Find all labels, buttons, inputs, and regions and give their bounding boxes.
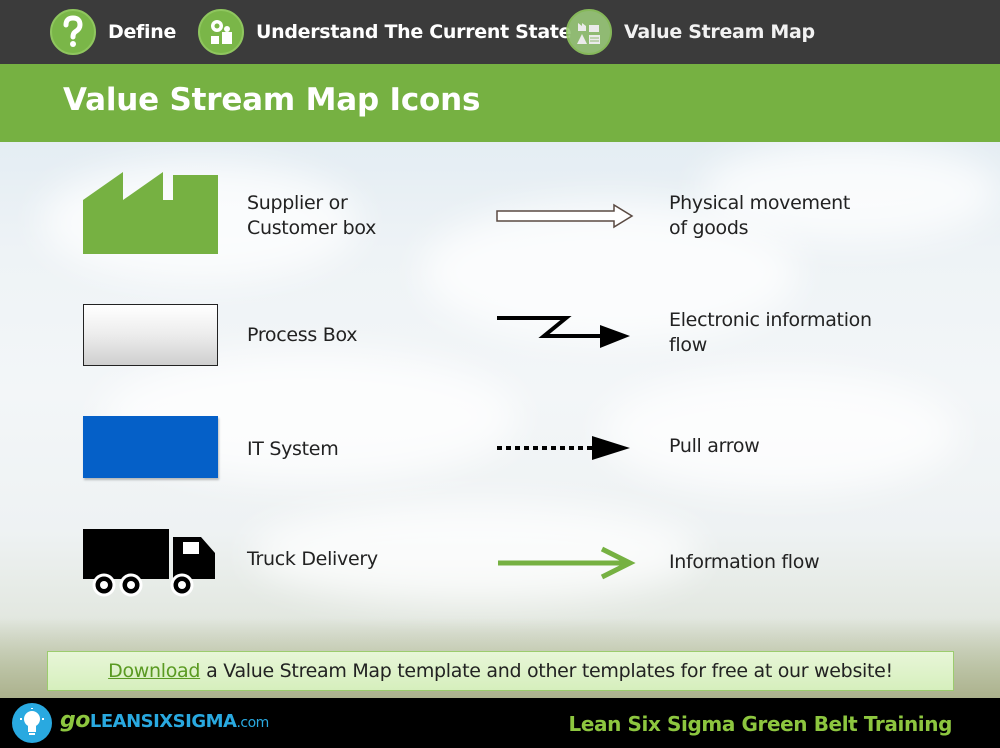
supplier-label: Supplier or Customer box — [247, 192, 377, 239]
it-system-label: IT System — [247, 438, 339, 460]
download-banner: Download a Value Stream Map template and… — [47, 651, 954, 691]
nav-step-define[interactable]: Define — [50, 8, 176, 56]
process-box-label: Process Box — [247, 324, 358, 346]
brand-logo[interactable]: goLEANSIXSIGMA.com — [60, 708, 269, 733]
truck-icon — [83, 529, 215, 597]
download-link[interactable]: Download — [108, 660, 201, 682]
vsm-icon — [566, 9, 612, 55]
truck-delivery-label: Truck Delivery — [247, 548, 378, 570]
electronic-flow-icon — [497, 316, 630, 348]
pull-arrow-icon — [497, 436, 630, 460]
footer-bar — [0, 698, 1000, 748]
electronic-flow-label: Electronic information flow — [669, 309, 872, 356]
page-title: Value Stream Map Icons — [63, 82, 481, 118]
pull-arrow-label: Pull arrow — [669, 435, 760, 457]
nav-step-label: Value Stream Map — [624, 21, 815, 43]
download-text: a Value Stream Map template and other te… — [206, 660, 893, 682]
people-icon — [198, 9, 244, 55]
nav-step-label: Understand The Current State — [256, 21, 572, 43]
nav-step-label: Define — [108, 21, 177, 43]
information-flow-label: Information flow — [669, 551, 820, 573]
top-nav-bar — [0, 0, 1000, 64]
title-bar — [0, 64, 1000, 142]
lightbulb-icon — [12, 703, 52, 743]
factory-icon — [83, 172, 218, 254]
process-box-icon — [83, 304, 218, 366]
push-arrow-icon — [496, 203, 634, 229]
physical-movement-label: Physical movement of goods — [669, 192, 850, 239]
it-system-icon — [83, 416, 218, 478]
nav-step-value-stream-map[interactable]: Value Stream Map — [566, 8, 815, 56]
footer-tagline: Lean Six Sigma Green Belt Training — [568, 712, 952, 736]
question-icon — [50, 9, 96, 55]
information-flow-icon — [498, 546, 636, 580]
nav-step-current-state[interactable]: Understand The Current State — [198, 8, 572, 56]
